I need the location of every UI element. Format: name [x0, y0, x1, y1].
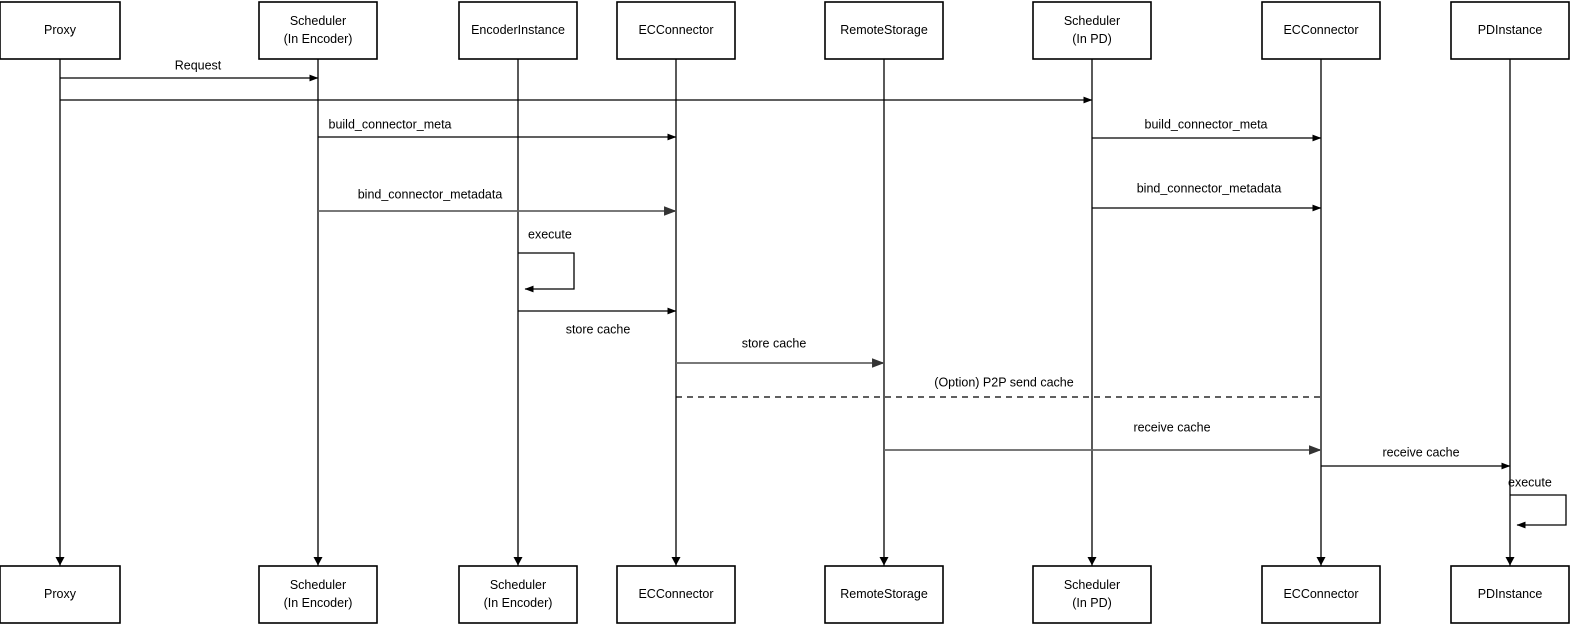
- participant-header-label-line1-sched_enc: Scheduler: [290, 14, 346, 28]
- participant-header-label-enc_inst: EncoderInstance: [471, 23, 565, 37]
- participant-header-box-rect-sched_pd: [1032, 1, 1152, 60]
- participant-header-label-pd_inst: PDInstance: [1478, 23, 1543, 37]
- participant-header-box-rect-enc_inst: [458, 1, 578, 60]
- participant-footer-box-rect-ec_conn_pd: [1261, 565, 1381, 624]
- lifeline-end-arrow-remote: [879, 557, 889, 566]
- lifeline-end-arrow-ec_conn_pd: [1316, 557, 1326, 566]
- lifelines-layer: [55, 59, 1515, 566]
- participant-header-box-sched_pd[interactable]: Scheduler (In PD): [1032, 1, 1152, 60]
- participant-footer-box-pd_inst[interactable]: PDInstance: [1450, 565, 1570, 624]
- message-label-m3: build_connector_meta: [329, 117, 452, 131]
- participant-footer-box-rect-sched_pd: [1032, 565, 1152, 624]
- lifeline-end-arrow-proxy: [55, 557, 65, 566]
- participant-header-box-rect-ec_conn_enc: [616, 1, 736, 60]
- participant-header-box-remote[interactable]: RemoteStorage: [824, 1, 944, 60]
- participant-footer-box-enc_inst[interactable]: Scheduler (In Encoder): [458, 565, 578, 624]
- participant-footer-box-sched_enc[interactable]: Scheduler (In Encoder): [258, 565, 378, 624]
- participant-header-box-rect-ec_conn_pd: [1261, 1, 1381, 60]
- messages-layer: Request build_connector_meta build_connect…: [60, 58, 1511, 470]
- message-label-m8: store cache: [742, 336, 807, 350]
- participant-footer-label-line1-sched_enc: Scheduler: [290, 578, 346, 592]
- message-label-m10: receive cache: [1133, 420, 1210, 434]
- participant-footer-box-rect-ec_conn_enc: [616, 565, 736, 624]
- self-messages-layer: execute execute: [518, 227, 1567, 529]
- message-label-m4: build_connector_meta: [1145, 117, 1268, 131]
- header-boxes-layer: Proxy Scheduler (In Encoder) EncoderInstanc…: [0, 1, 1570, 60]
- participant-footer-label-line1-enc_inst: Scheduler: [490, 578, 546, 592]
- participant-header-box-sched_enc[interactable]: Scheduler (In Encoder): [258, 1, 378, 60]
- lifeline-end-arrow-sched_enc: [313, 557, 323, 566]
- participant-header-label-proxy: Proxy: [44, 23, 77, 37]
- participant-footer-box-rect-sched_enc: [258, 565, 378, 624]
- lifeline-end-arrow-sched_pd: [1087, 557, 1097, 566]
- footer-boxes-layer: Proxy Scheduler (In Encoder) Scheduler (In E…: [0, 565, 1570, 624]
- participant-footer-box-ec_conn_enc[interactable]: ECConnector: [616, 565, 736, 624]
- participant-footer-label-remote: RemoteStorage: [840, 587, 928, 601]
- participant-header-box-enc_inst[interactable]: EncoderInstance: [458, 1, 578, 60]
- participant-footer-box-rect-proxy: [0, 565, 121, 624]
- participant-header-box-ec_conn_enc[interactable]: ECConnector: [616, 1, 736, 60]
- participant-header-box-rect-sched_enc: [258, 1, 378, 60]
- participant-header-label-line2-sched_pd: (In PD): [1072, 32, 1112, 46]
- message-label-m9: (Option) P2P send cache: [934, 375, 1073, 389]
- message-label-m7: store cache: [566, 322, 631, 336]
- lifeline-end-arrow-pd_inst: [1505, 557, 1515, 566]
- participant-footer-label-line2-enc_inst: (In Encoder): [484, 596, 553, 610]
- participant-header-label-line1-sched_pd: Scheduler: [1064, 14, 1120, 28]
- participant-header-box-ec_conn_pd[interactable]: ECConnector: [1261, 1, 1381, 60]
- participant-header-box-pd_inst[interactable]: PDInstance: [1450, 1, 1570, 60]
- participant-footer-label-pd_inst: PDInstance: [1478, 587, 1543, 601]
- participant-header-box-proxy[interactable]: Proxy: [0, 1, 121, 60]
- participant-footer-box-rect-remote: [824, 565, 944, 624]
- self-message-path-s2: [1510, 494, 1567, 529]
- message-label-m6: bind_connector_metadata: [1137, 181, 1282, 195]
- message-label-m5: bind_connector_metadata: [358, 187, 503, 201]
- lifeline-end-arrow-enc_inst: [513, 557, 523, 566]
- participant-header-box-rect-pd_inst: [1450, 1, 1570, 60]
- self-message-label-s1: execute: [528, 227, 572, 241]
- participant-header-box-rect-remote: [824, 1, 944, 60]
- participant-footer-label-line1-sched_pd: Scheduler: [1064, 578, 1120, 592]
- participant-footer-box-rect-pd_inst: [1450, 565, 1570, 624]
- participant-footer-box-sched_pd[interactable]: Scheduler (In PD): [1032, 565, 1152, 624]
- self-message-path-s1: [518, 252, 575, 293]
- participant-footer-label-proxy: Proxy: [44, 587, 77, 601]
- participant-header-box-rect-proxy: [0, 1, 121, 60]
- self-message-label-s2: execute: [1508, 475, 1552, 489]
- participant-footer-label-ec_conn_enc: ECConnector: [638, 587, 713, 601]
- participant-footer-box-rect-enc_inst: [458, 565, 578, 624]
- participant-header-label-line2-sched_enc: (In Encoder): [284, 32, 353, 46]
- participant-footer-box-remote[interactable]: RemoteStorage: [824, 565, 944, 624]
- participant-footer-label-line2-sched_enc: (In Encoder): [284, 596, 353, 610]
- participant-footer-label-ec_conn_pd: ECConnector: [1283, 587, 1358, 601]
- participant-header-label-remote: RemoteStorage: [840, 23, 928, 37]
- participant-footer-box-proxy[interactable]: Proxy: [0, 565, 121, 624]
- participant-footer-box-ec_conn_pd[interactable]: ECConnector: [1261, 565, 1381, 624]
- participant-header-label-ec_conn_pd: ECConnector: [1283, 23, 1358, 37]
- participant-footer-label-line2-sched_pd: (In PD): [1072, 596, 1112, 610]
- participant-header-label-ec_conn_enc: ECConnector: [638, 23, 713, 37]
- lifeline-end-arrow-ec_conn_enc: [671, 557, 681, 566]
- message-label-m11: receive cache: [1382, 445, 1459, 459]
- message-label-m1: Request: [175, 58, 222, 72]
